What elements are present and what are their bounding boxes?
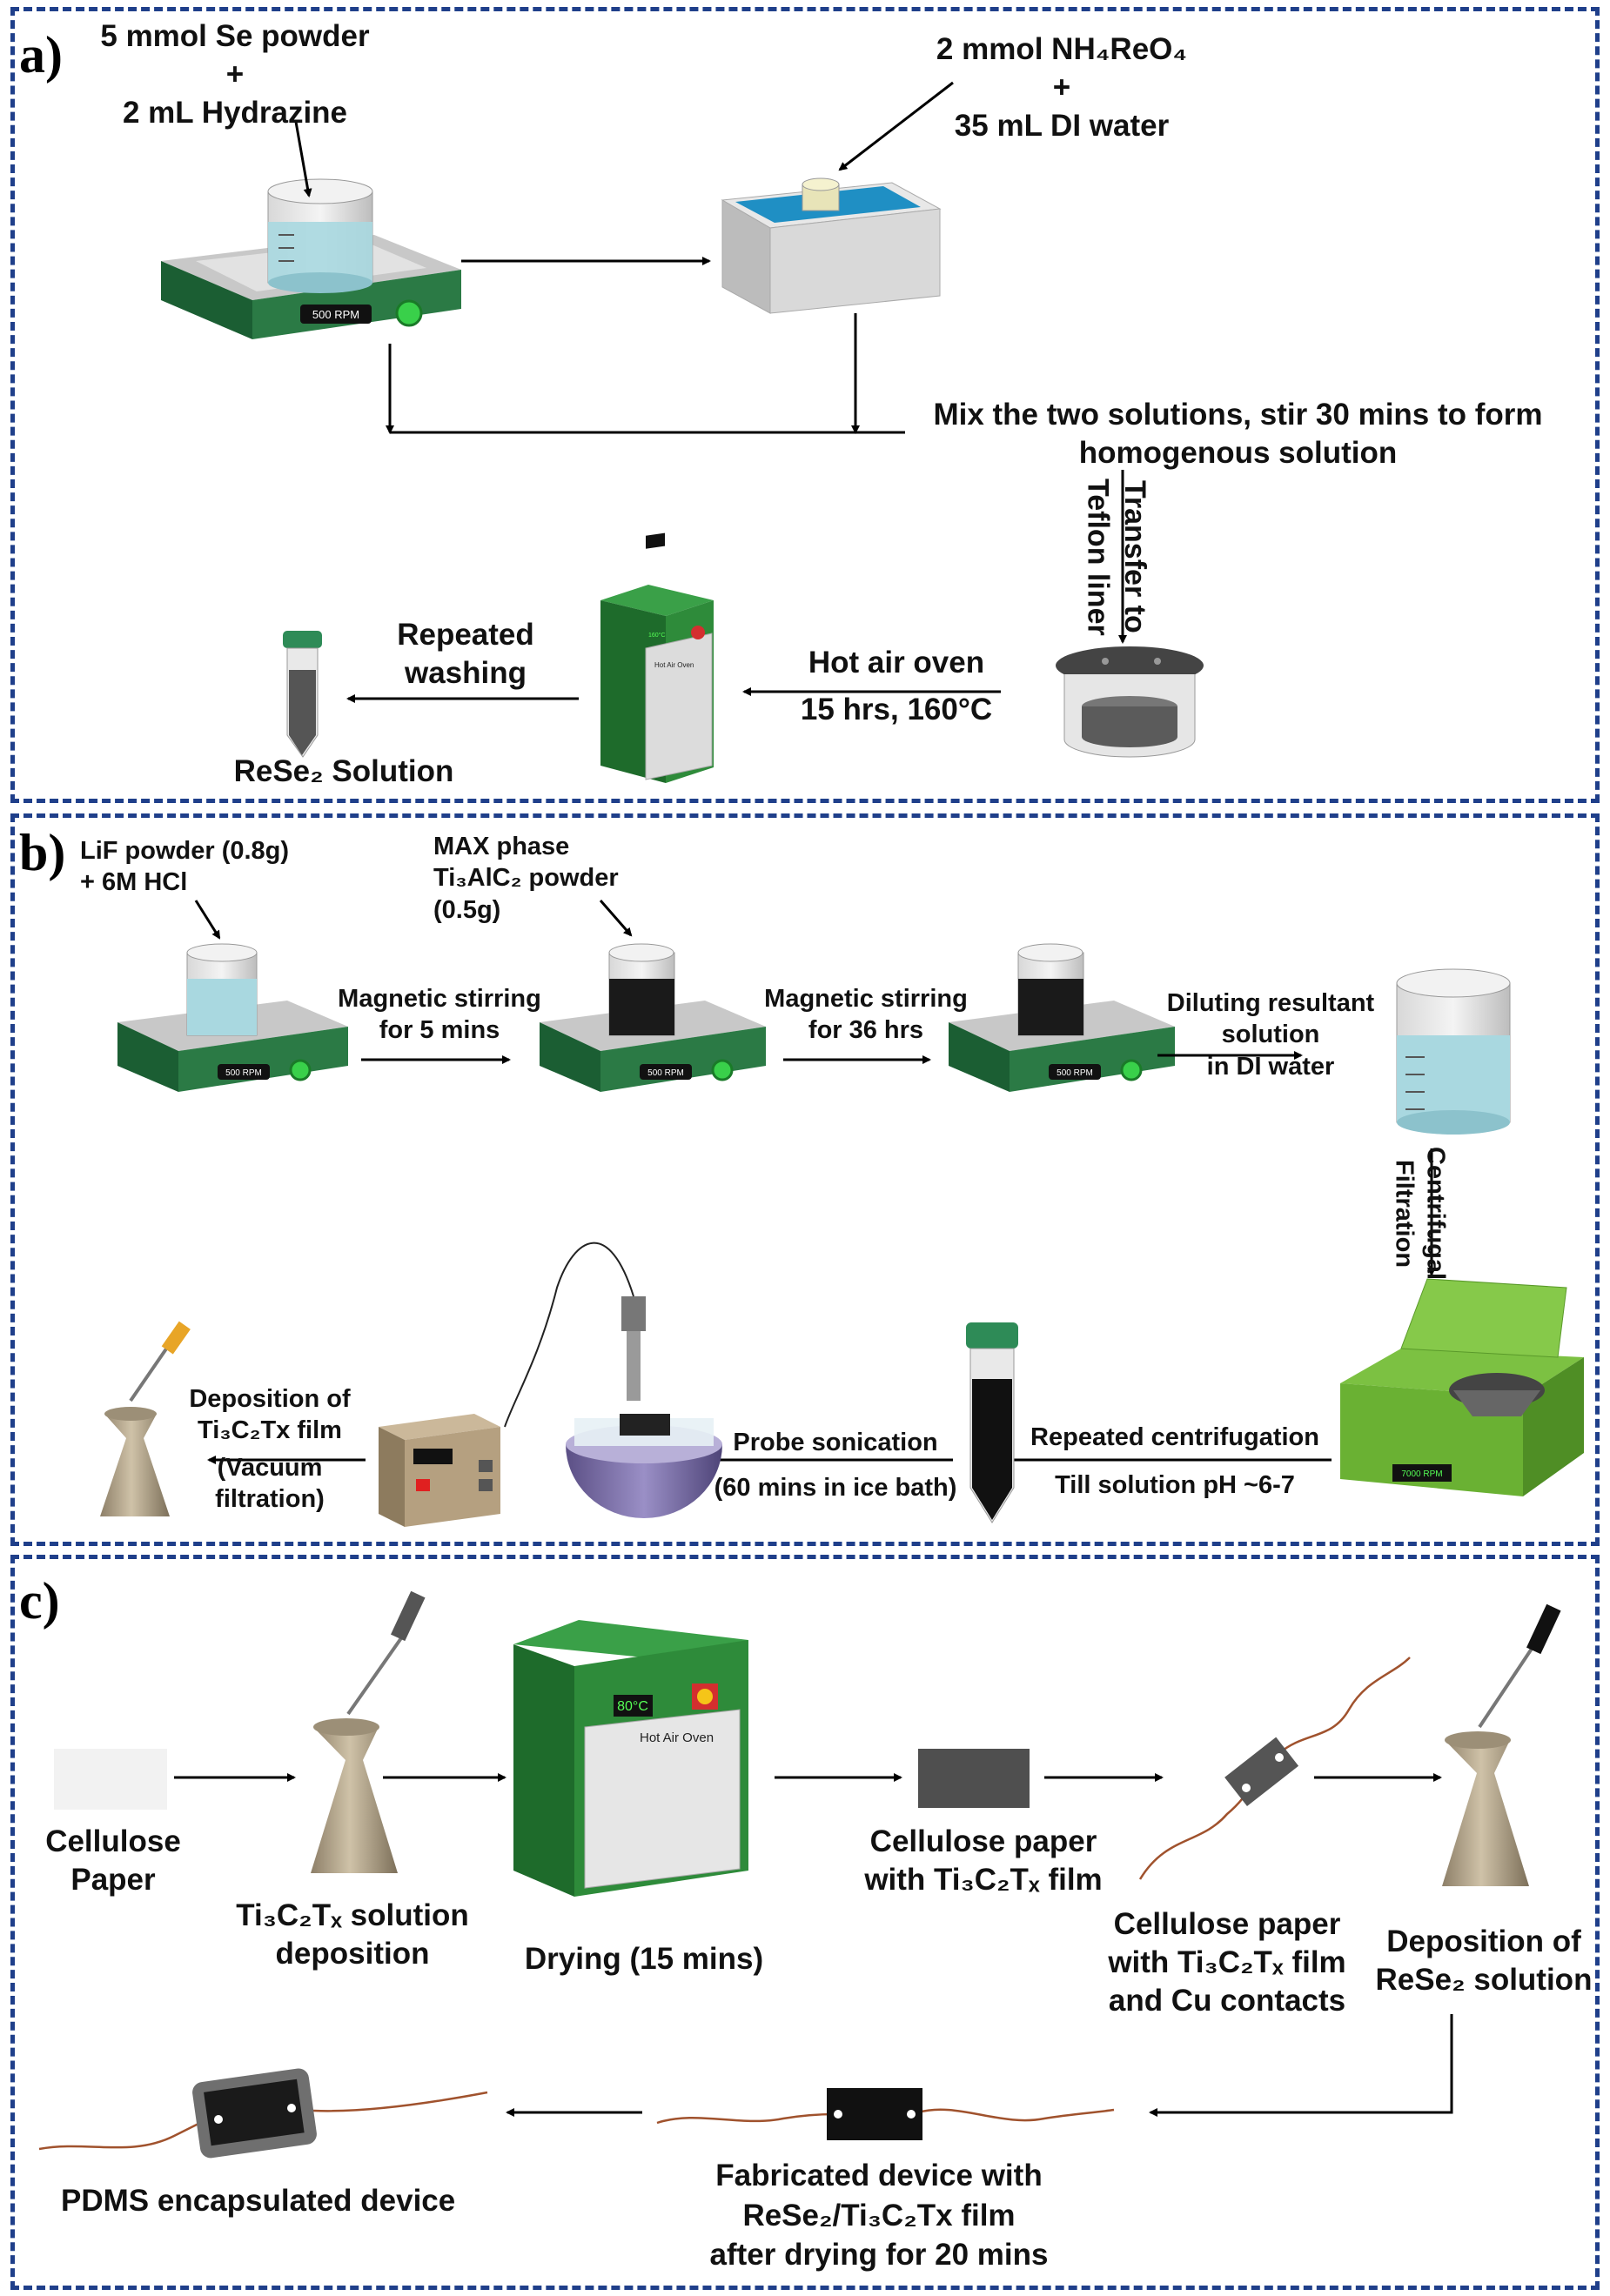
pdms-device [38, 2068, 488, 2159]
svg-text:Hot Air Oven: Hot Air Oven [640, 1730, 714, 1745]
svg-text:7000 RPM: 7000 RPM [1401, 1469, 1442, 1479]
teflon-autoclave [1056, 646, 1204, 758]
cellulose-paper [54, 1749, 167, 1810]
reagent2-label: 2 mmol NH₄ReO₄+35 mL DI water [936, 32, 1188, 143]
panel-label-b: b) [19, 824, 66, 881]
svg-text:160°C: 160°C [648, 632, 666, 639]
arrow-lif [194, 900, 221, 940]
beaker-large [1396, 968, 1511, 1135]
fabricated-device [656, 2088, 1115, 2140]
drying-label: Drying (15 mins) [524, 1942, 764, 1976]
sonication-label: Probe sonication(60 mins in ice bath) [714, 1429, 957, 1503]
arrow-reagent2-to-bath [838, 81, 954, 171]
centrifuge-tube-a [283, 631, 322, 758]
panel-b [10, 813, 1600, 1546]
magnetic-stirrer-b2: 500 RPM [540, 943, 766, 1092]
funnel-c2 [1442, 1603, 1561, 1886]
hot-air-oven-c: 80°C Hot Air Oven [513, 1620, 748, 1897]
svg-text:500 RPM: 500 RPM [1057, 1068, 1093, 1078]
panel-c [10, 1555, 1600, 2290]
lif-label: LiF powder (0.8g)+ 6M HCl [80, 837, 290, 897]
svg-text:500 RPM: 500 RPM [225, 1068, 262, 1078]
svg-text:Hot Air Oven: Hot Air Oven [654, 661, 694, 669]
beaker-a [267, 178, 373, 293]
pdms-label: PDMS encapsulated device [61, 2184, 456, 2218]
water-bath [721, 177, 942, 314]
arrow-c6 [1149, 2014, 1453, 2117]
product-label: ReSe₂ Solution [233, 754, 454, 788]
hot-air-oven-a: Hot Air Oven 160°C [600, 532, 714, 783]
sonicator-controller [379, 1414, 500, 1527]
funnel-c1 [311, 1590, 426, 1873]
magnetic-stirrer-b3: 500 RPM [949, 943, 1175, 1092]
paper-with-cu-contacts [1138, 1657, 1411, 1880]
centrifuge-tube-b [966, 1322, 1018, 1523]
paper-with-film [918, 1749, 1030, 1808]
svg-text:500 RPM: 500 RPM [647, 1068, 684, 1078]
probe-sonicator [504, 1242, 722, 1518]
centrifuge: 7000 RPM [1340, 1278, 1584, 1496]
arrow-max [599, 900, 633, 937]
panel-a [10, 7, 1600, 803]
arrow-reagent1-to-beaker [294, 121, 312, 197]
reagent1-label: 5 mmol Se powder+2 mL Hydrazine [100, 19, 370, 130]
mix-label: Mix the two solutions, stir 30 mins to f… [933, 398, 1543, 470]
svg-text:500 RPM: 500 RPM [312, 308, 359, 321]
magnetic-stirrer-b1: 500 RPM [117, 943, 348, 1092]
funnel-b [100, 1321, 191, 1516]
svg-text:80°C: 80°C [617, 1699, 648, 1714]
panel-label-c: c) [19, 1572, 60, 1630]
panel-label-a: a) [19, 26, 63, 84]
